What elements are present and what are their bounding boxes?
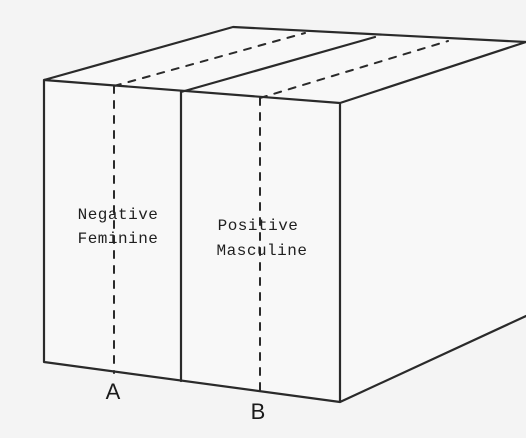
dashed-line-a-top [113, 32, 306, 87]
section-divider-top [179, 35, 377, 94]
left-section-label-line2: Feminine [78, 230, 159, 248]
right-section-label-line2: Masculine [217, 242, 308, 260]
right-section-label-line1: Positive [218, 217, 299, 235]
box-outline [42, 25, 526, 404]
box-top-face [44, 27, 526, 103]
left-section-label-line1: Negative [78, 206, 159, 224]
box-side-face [340, 42, 526, 402]
dashed-line-b-top [259, 40, 449, 99]
marker-a-label: A [106, 379, 121, 404]
box-front-face [44, 80, 340, 402]
marker-b-label: B [251, 399, 266, 424]
